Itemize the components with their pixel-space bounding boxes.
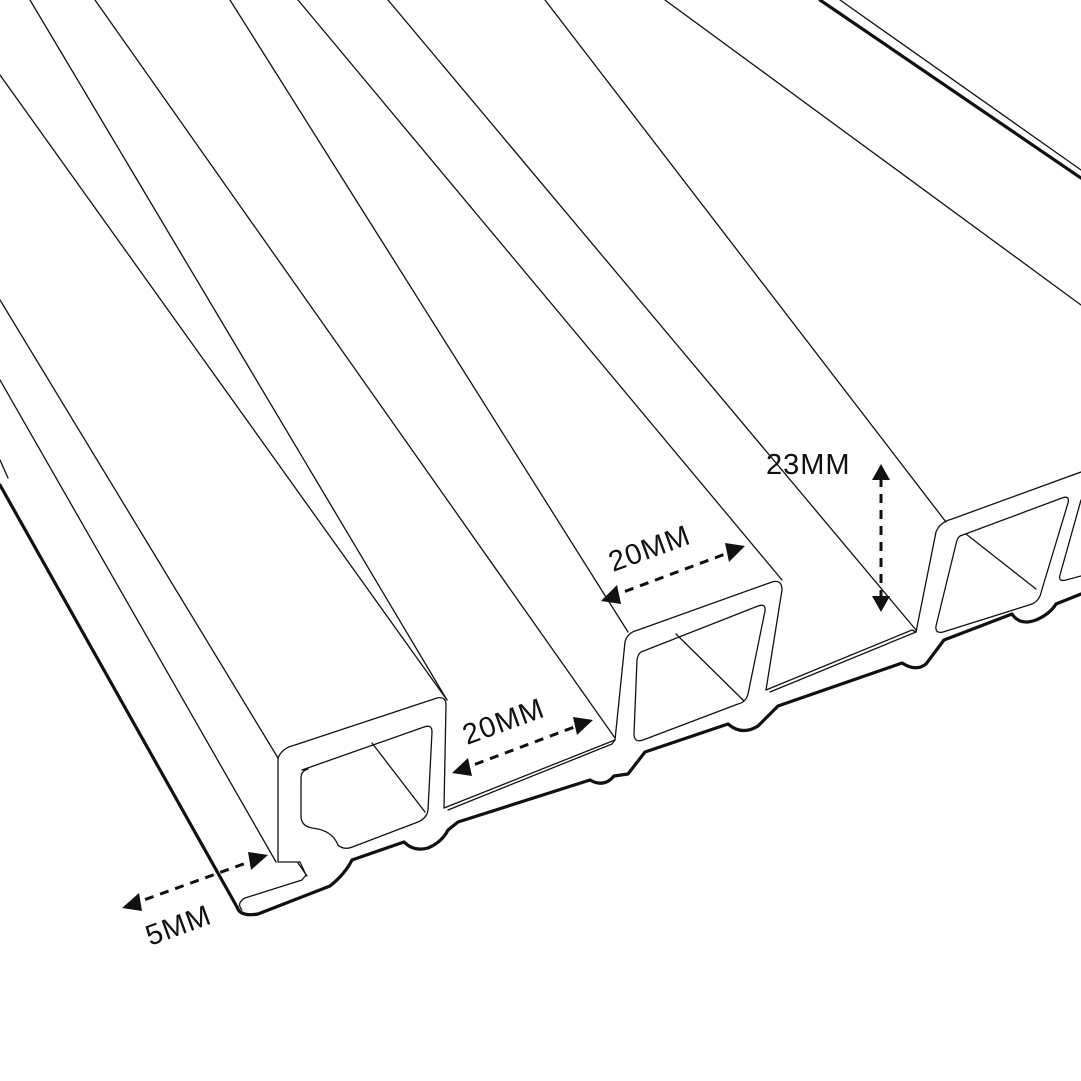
gap1-floor [443, 739, 616, 811]
dimension-base-thickness-arrowhead-right [248, 852, 268, 870]
slat1-hollow-core [300, 725, 433, 849]
dimension-gap-width-arrowhead-left [452, 758, 472, 776]
slat1-core-inner-edge [371, 742, 426, 813]
slat2-profile [614, 580, 783, 742]
dimension-slat-width-arrowhead-left [601, 585, 621, 604]
dimension-slat-width-line [609, 548, 737, 599]
slat1-top-back-edge [0, 74, 448, 701]
slat4-partial-core [1058, 499, 1081, 582]
slat1-top-right-edge [29, 0, 448, 701]
slat-long-edges [0, 0, 1081, 909]
dimension-base-thickness-line [129, 856, 261, 907]
panel-left-tick [0, 459, 9, 479]
panel-base-outline [235, 592, 1081, 917]
dimension-slat-width-label: 20MM [604, 520, 694, 579]
panel-left-outline [0, 483, 239, 909]
slat3-profile [915, 471, 1081, 634]
slat3-hollow-core [935, 496, 1070, 634]
slat3-outer-front [915, 471, 1081, 633]
slat1-profile [238, 697, 447, 911]
slat1-outer-front [238, 757, 307, 911]
slat1-lip [297, 862, 308, 877]
slat1-top-front [277, 697, 447, 809]
dimension-gap-width: 20MM [452, 693, 593, 776]
slat2-top-left-edge [229, 0, 629, 633]
dimension-slat-height-arrowhead-top [872, 464, 890, 480]
dimension-gap-width-arrowhead-right [573, 717, 593, 735]
panel-back-outline [818, 0, 1081, 180]
dimension-base-thickness: 5MM [122, 852, 268, 953]
slat3-top-left-edge [544, 0, 947, 523]
dimension-slat-height-label: 23MM [766, 449, 851, 481]
slat3-top-right-edge [664, 0, 1081, 306]
slat3-far-right-edge [839, 0, 1081, 171]
dimension-slat-height-arrowhead-bottom [872, 596, 890, 612]
slat2-outer-front [614, 580, 783, 741]
slat3-core-inner-edge [965, 533, 1037, 590]
dimension-base-thickness-label: 5MM [141, 899, 215, 952]
slat2-top-right-edge [297, 0, 783, 581]
dimension-slat-width-arrowhead-right [725, 543, 745, 562]
gap2-floor [765, 629, 917, 693]
dimension-slat-width: 20MM [601, 520, 745, 604]
slat1-top-left-edge [0, 299, 279, 759]
slat2-hollow-core [633, 604, 766, 742]
slat1-front-left-edge [0, 379, 277, 863]
gap1-left-edge [94, 0, 616, 739]
gap2-left-edge [387, 0, 917, 631]
dimension-slat-height: 23MM [766, 449, 890, 612]
dimension-base-thickness-arrowhead-left [122, 893, 142, 911]
slat2-core-inner-edge [675, 633, 745, 702]
dimension-gap-width-line [459, 721, 586, 772]
